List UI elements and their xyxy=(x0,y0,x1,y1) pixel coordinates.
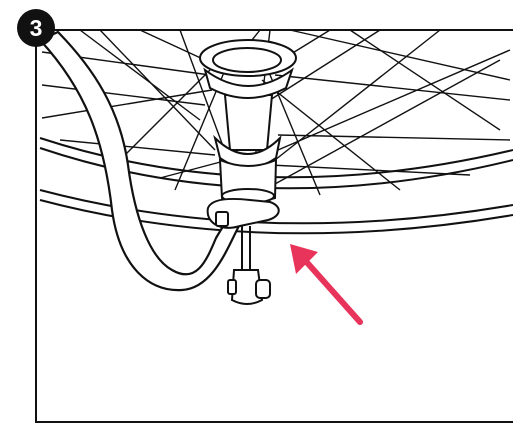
step-number-badge: 3 xyxy=(17,9,55,47)
highlight-arrow xyxy=(290,244,363,325)
step-number: 3 xyxy=(30,15,43,41)
frame-border xyxy=(35,29,513,423)
wheel-spokes xyxy=(41,29,511,196)
valve-stem xyxy=(206,198,280,305)
